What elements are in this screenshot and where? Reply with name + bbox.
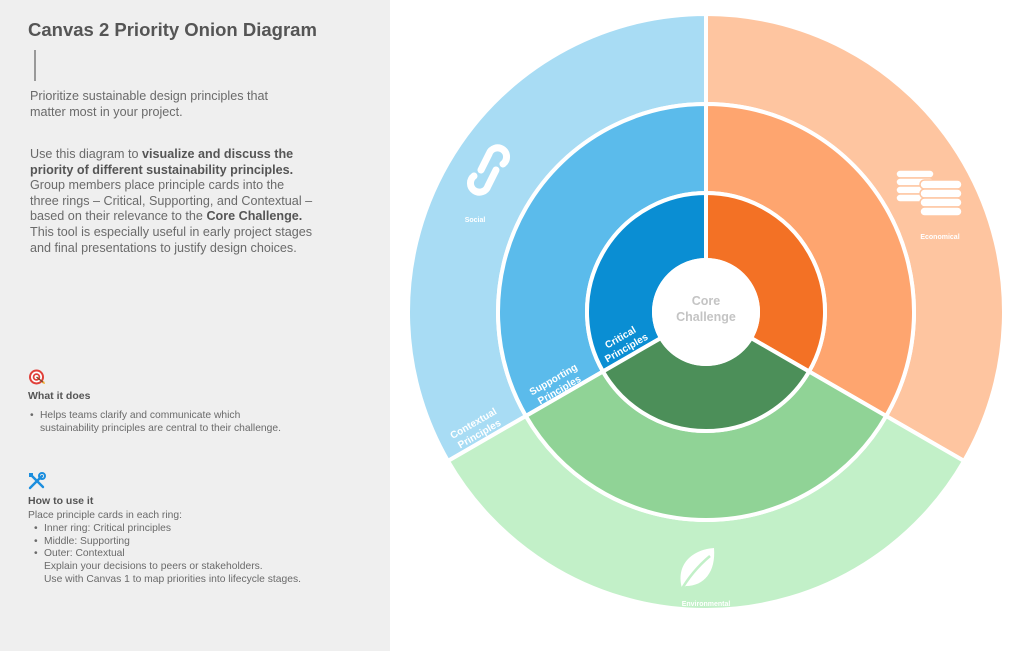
leaf-icon [678, 548, 715, 593]
how-to-use-title: How to use it [28, 495, 94, 507]
note-line: Use with Canvas 1 to map priorities into… [44, 573, 301, 585]
core-label-line1: Core [692, 294, 721, 308]
intro-line: matter most in your project. [30, 105, 183, 119]
what-it-does-title: What it does [28, 390, 91, 402]
sector-label-environmental: Environmental [682, 601, 731, 608]
bullet-item: Inner ring: Critical principles [32, 523, 301, 536]
intro-line: Prioritize sustainable design principles… [30, 89, 269, 103]
how-to-use-body: Place principle cards in each ring: Inne… [28, 510, 301, 587]
description-line: Use this diagram to visualize and discus… [30, 147, 294, 161]
what-it-does-body: Helps teams clarify and communicate whic… [28, 410, 281, 436]
info-panel: Canvas 2 Priority Onion Diagram Prioriti… [0, 0, 390, 651]
link-icon [467, 144, 510, 196]
bullet-item-continued: sustainability principles are central to… [40, 422, 281, 434]
note-line: Explain your decisions to peers or stake… [44, 561, 263, 573]
coins-icon [895, 169, 963, 217]
bullet-item: Middle: Supporting [32, 536, 301, 549]
intro-text: Prioritize sustainable design principles… [30, 88, 268, 120]
core-label-line2: Challenge [676, 310, 736, 324]
page-title: Canvas 2 Priority Onion Diagram [28, 19, 317, 40]
description-line: based on their relevance to the Core Cha… [30, 209, 303, 224]
description-line: Group members place principle cards into… [30, 178, 285, 193]
description-line: This tool is especially useful in early … [30, 224, 313, 239]
tools-icon [28, 472, 46, 490]
bullet-item: Outer: Contextual [32, 548, 301, 561]
target-icon [29, 369, 45, 385]
bullet-item: Helps teams clarify and communicate whic… [28, 410, 281, 423]
sector-label-social: Social [465, 217, 486, 224]
divider [34, 50, 36, 81]
sector-label-economical: Economical [920, 234, 959, 241]
description-line: and final presentations to justify desig… [30, 240, 297, 255]
core-challenge-circle[interactable] [652, 258, 760, 366]
description-text: Use this diagram to visualize and discus… [30, 147, 348, 256]
how-to-use-lead: Place principle cards in each ring: [28, 510, 182, 521]
description-line: three rings – Critical, Supporting, and … [30, 193, 313, 208]
description-line: priority of different sustainability pri… [30, 162, 294, 177]
priority-onion-diagram: Core Challenge Critical Principles Suppo… [406, 12, 1006, 613]
